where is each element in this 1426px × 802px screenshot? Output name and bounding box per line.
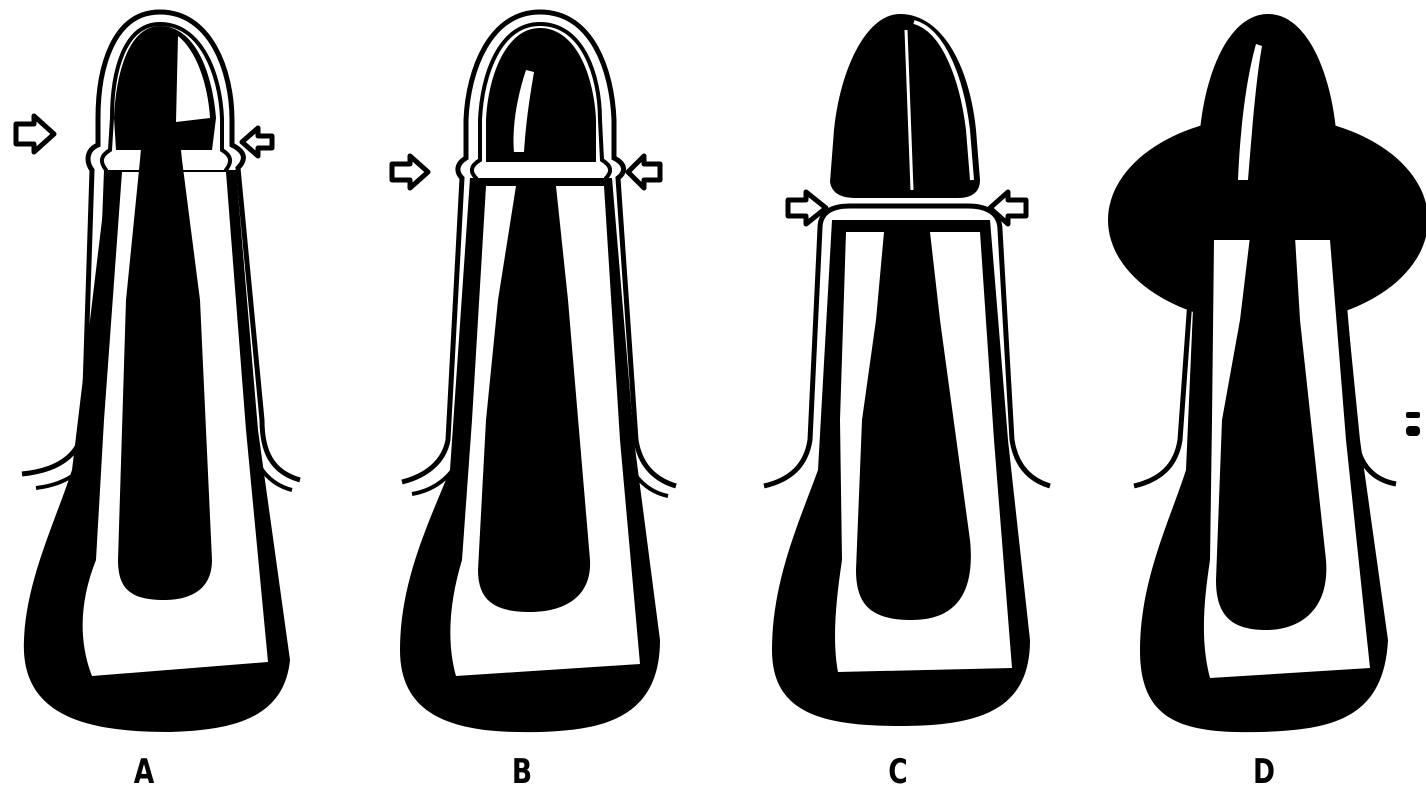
panel-a-label: A: [121, 752, 168, 792]
panel-d-crown: [1200, 14, 1336, 130]
panel-a-arrow-right-icon: [242, 128, 272, 156]
panel-b-arrow-right-icon: [628, 156, 660, 188]
panel-a-drawing: [16, 12, 300, 732]
scan-mark-bottom: [1406, 426, 1420, 436]
panel-b-arrow-left-icon: [392, 156, 428, 188]
panel-d-label: D: [1241, 752, 1288, 792]
panel-a-arrow-left-icon: [16, 116, 54, 152]
scan-mark-top: [1406, 412, 1420, 418]
panel-b-label: B: [499, 752, 546, 792]
panel-c-label: C: [875, 752, 922, 792]
panel-d-drawing: [1108, 14, 1426, 732]
panel-b-drawing: [392, 12, 676, 732]
panel-c-drawing: [764, 14, 1050, 726]
scan-artifact-marks: [1402, 404, 1424, 450]
